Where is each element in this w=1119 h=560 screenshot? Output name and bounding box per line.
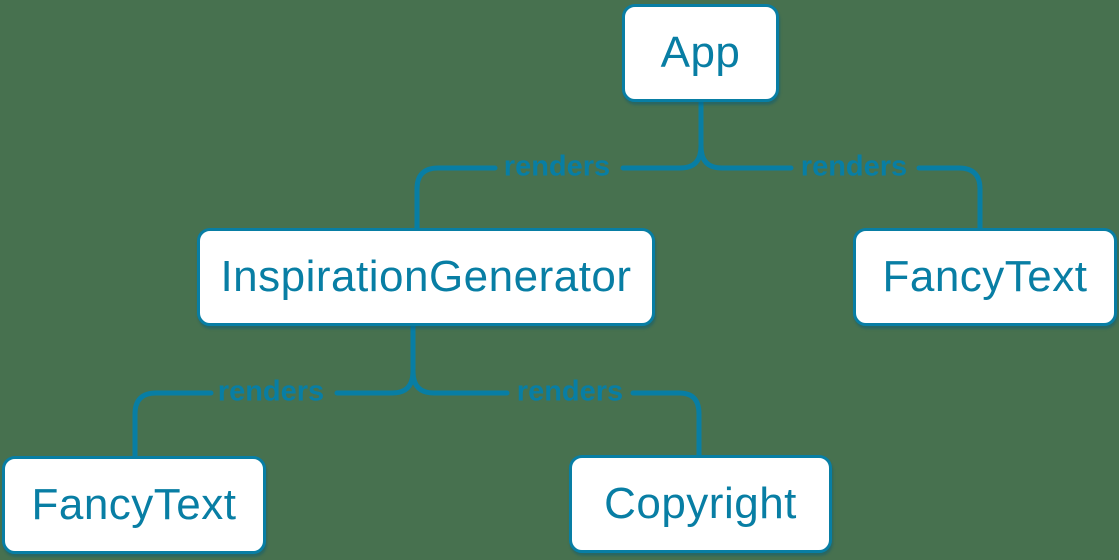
node-inspiration-generator-label: InspirationGenerator <box>220 252 632 301</box>
edge-inspirationgenerator-copyright-a <box>410 368 510 396</box>
edge-inspirationgenerator-copyright-b <box>630 390 702 460</box>
edge-inspirationgenerator-fancytext-b <box>132 390 214 461</box>
edge-label-renders-inspirationgenerator-copyright: renders <box>516 375 624 408</box>
node-copyright: Copyright <box>569 455 832 553</box>
node-app: App <box>622 4 779 102</box>
node-inspiration-generator: InspirationGenerator <box>197 228 655 326</box>
edge-app-fancytext-a <box>698 143 794 171</box>
node-fancy-text-top: FancyText <box>853 228 1117 326</box>
node-copyright-label: Copyright <box>604 479 797 528</box>
node-fancy-text-bottom-label: FancyText <box>31 480 237 529</box>
edge-label-renders-app-fancytext: renders <box>800 150 908 183</box>
edge-label-renders-inspirationgenerator-fancytext: renders <box>217 375 325 408</box>
edge-label-renders-app-inspirationgenerator: renders <box>503 150 611 183</box>
edge-inspirationgenerator-fancytext-a <box>334 368 416 396</box>
edge-app-inspirationgenerator-a <box>620 143 704 171</box>
edge-app-inspirationgenerator-b <box>414 165 498 233</box>
edge-app-fancytext-b <box>916 165 983 233</box>
node-app-label: App <box>660 28 741 77</box>
node-fancy-text-top-label: FancyText <box>882 252 1088 301</box>
node-fancy-text-bottom: FancyText <box>2 456 266 554</box>
